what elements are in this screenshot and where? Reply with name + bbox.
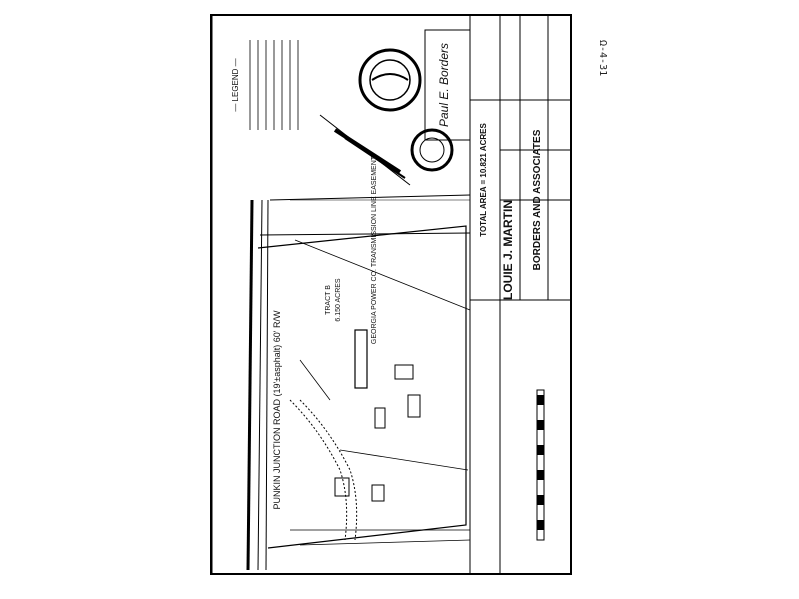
road-label: PUNKIN JUNCTION ROAD (19'±asphalt) 60' R… [272,310,282,509]
misc-survey-lines [290,359,471,546]
easement: GEORGIA POWER CO. TRANSMISSION LINE EASE… [290,155,471,344]
tract-label: TRACT B [325,285,332,315]
easement-label: GEORGIA POWER CO. TRANSMISSION LINE EASE… [371,155,378,344]
signature-box: Paul E. Borders [424,29,471,141]
total-area-label: TOTAL AREA = 10.821 ACRES [479,123,488,237]
title-block: LOUIE J. MARTIN BORDERS AND ASSOCIATES T… [469,16,572,573]
legend-title: — LEGEND — [231,58,240,111]
scale-bar [536,389,545,541]
sheet-code: Ω-4-31 [597,40,608,77]
building-small [394,364,414,380]
firm-name: BORDERS AND ASSOCIATES [532,129,543,270]
surveyor-seal [358,48,422,112]
building-barn [374,407,386,429]
tract-acres: 6.150 ACRES [335,278,342,322]
building-shed [354,329,368,389]
driveway [289,399,358,541]
road: PUNKIN JUNCTION ROAD (19'±asphalt) 60' R… [246,199,282,571]
owner-name: LOUIE J. MARTIN [501,200,515,300]
building-well [371,484,385,502]
surveyor-signature: Paul E. Borders [437,43,451,127]
building-house [407,394,421,418]
property-boundary [257,194,471,549]
small-stamp [410,128,454,172]
tract: TRACT B 6.150 ACRES [325,278,421,502]
building-outbuilding [334,477,350,497]
legend-block: — LEGEND — [231,40,299,130]
plat-sheet [210,14,572,575]
north-arrow-hatched [319,114,411,186]
